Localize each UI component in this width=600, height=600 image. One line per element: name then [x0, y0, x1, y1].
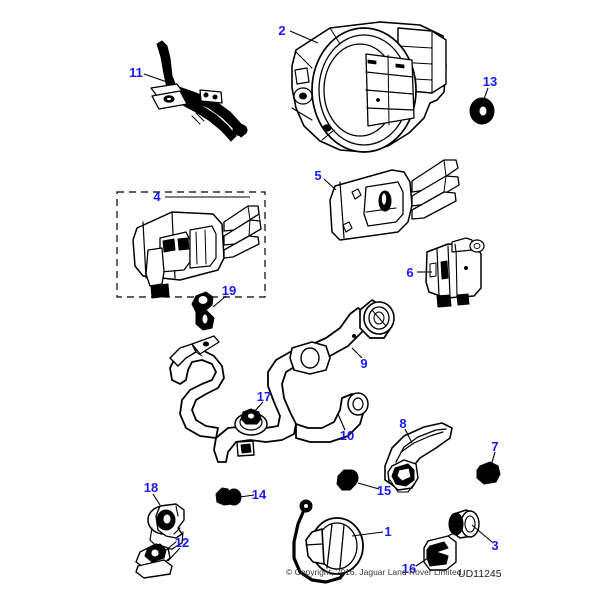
- leader-line-7: [490, 451, 496, 467]
- callout-12[interactable]: 12: [175, 535, 189, 550]
- leader-line-17: [253, 401, 264, 413]
- part-12-mounting-clip: [135, 541, 177, 579]
- callout-7[interactable]: 7: [491, 439, 498, 454]
- leader-line-5: [323, 178, 337, 191]
- part-7-retaining-clip: [476, 461, 501, 485]
- part-14-bolt: [215, 487, 242, 506]
- leader-line-16: [415, 557, 429, 567]
- part-18-lock-cylinder: [147, 503, 185, 550]
- leader-line-3: [471, 524, 493, 543]
- leader-line-19: [212, 295, 227, 308]
- callout-17[interactable]: 17: [257, 389, 271, 404]
- part-16-spring-clip: [423, 531, 457, 571]
- callout-8[interactable]: 8: [399, 416, 406, 431]
- callout-14[interactable]: 14: [252, 487, 267, 502]
- callout-13[interactable]: 13: [483, 74, 497, 89]
- leader-line-11: [143, 73, 171, 84]
- callout-19[interactable]: 19: [222, 283, 236, 298]
- leader-line-10: [337, 413, 346, 431]
- callout-18[interactable]: 18: [144, 480, 158, 495]
- callout-11[interactable]: 11: [129, 65, 143, 80]
- copyright-notice: © Copyright, 2016. Jaguar Land Rover Lim…: [286, 567, 464, 577]
- part-5-ignition-lock-housing: [329, 159, 460, 241]
- leader-line-18: [152, 493, 161, 506]
- part-2-steering-column-shroud: [291, 21, 447, 153]
- assembly-group-box-4: [116, 191, 266, 298]
- callout-6[interactable]: 6: [406, 265, 413, 280]
- leader-line-9: [351, 347, 363, 359]
- part-15-grommet-small: [336, 469, 359, 491]
- leader-line-2: [289, 30, 319, 44]
- part-3-bushing: [448, 509, 480, 539]
- part-17-harness-grommet: [234, 408, 268, 436]
- part-13-grommet: [469, 97, 495, 125]
- leader-line-1: [351, 531, 384, 537]
- leader-line-12: [167, 547, 181, 562]
- part-6-switch-module: [425, 237, 485, 308]
- leader-line-8: [404, 428, 413, 444]
- leader-line-14: [239, 494, 255, 498]
- callout-16[interactable]: 16: [402, 561, 416, 576]
- leader-line-15: [357, 482, 380, 490]
- callout-15[interactable]: 15: [377, 483, 391, 498]
- part-19-clip: [191, 291, 215, 331]
- callout-3[interactable]: 3: [491, 538, 498, 553]
- callout-4[interactable]: 4: [153, 189, 161, 204]
- callout-10[interactable]: 10: [340, 428, 354, 443]
- part-4-steering-column-lock-assembly: [132, 205, 262, 299]
- callout-2[interactable]: 2: [278, 23, 285, 38]
- part-1-fuel-filler-cap: [292, 499, 364, 584]
- part-9-10-wiring-harness: [169, 299, 395, 463]
- part-11-bracket-rod-assembly: [150, 40, 248, 142]
- callout-5[interactable]: 5: [314, 168, 321, 183]
- callout-leader-lines: [143, 30, 496, 567]
- callout-9[interactable]: 9: [360, 356, 367, 371]
- drawing-number: UD11245: [458, 568, 502, 580]
- callout-1[interactable]: 1: [384, 524, 391, 539]
- leader-line-13: [482, 87, 489, 103]
- part-8-door-handle: [384, 422, 453, 493]
